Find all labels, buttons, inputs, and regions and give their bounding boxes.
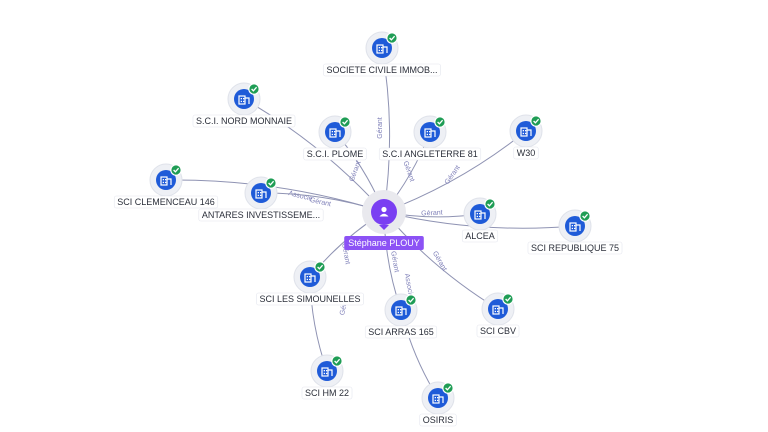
verified-check-icon — [339, 116, 351, 128]
verified-check-icon — [579, 210, 591, 222]
node-label: SCI LES SIMOUNELLES — [259, 294, 360, 304]
node-label: OSIRIS — [423, 415, 454, 425]
building-icon — [569, 222, 581, 232]
building-icon — [424, 128, 436, 138]
verified-check-icon — [434, 116, 446, 128]
company-node-simounelles[interactable]: SCI LES SIMOUNELLES — [256, 260, 364, 306]
verified-check-icon — [502, 293, 514, 305]
company-node-plome[interactable]: S.C.I. PLOME — [303, 115, 367, 161]
verified-check-icon — [248, 83, 260, 95]
node-label-bg — [378, 147, 482, 161]
node-label-bg — [256, 292, 364, 306]
edge-label-societe-civile: Gérant — [377, 117, 384, 138]
person-name-label: Stéphane PLOUY — [348, 238, 420, 248]
verified-check-icon — [405, 294, 417, 306]
verified-check-icon — [331, 355, 343, 367]
company-node-clemenceau[interactable]: SCI CLEMENCEAU 146 — [113, 163, 219, 209]
node-label: W30 — [517, 148, 536, 158]
edge-label-plome: Gérant — [349, 160, 363, 183]
node-label-bg — [301, 386, 353, 400]
verified-check-icon — [170, 164, 182, 176]
building-icon — [395, 306, 407, 316]
node-label: SCI REPUBLIQUE 75 — [531, 243, 619, 253]
building-icon — [520, 127, 532, 137]
edge-label-w30: Gérant — [444, 164, 462, 186]
node-label-bg — [323, 63, 441, 77]
person-icon — [379, 206, 389, 217]
node-label-bg — [192, 114, 296, 128]
node-label: ALCEA — [465, 231, 495, 241]
company-node-republique[interactable]: SCI REPUBLIQUE 75 — [527, 209, 623, 255]
edge-label-simounelles: Gérant — [340, 243, 351, 265]
node-label: S.C.I ANGLETERRE 81 — [382, 149, 478, 159]
verified-check-icon — [442, 382, 454, 394]
nodes-layer: SOCIETE CIVILE IMMOB... S.C.I. NORD MONNA… — [113, 31, 623, 427]
building-icon — [321, 367, 333, 377]
building-icon — [474, 210, 486, 220]
company-node-w30[interactable]: W30 — [509, 114, 543, 160]
company-node-cbv[interactable]: SCI CBV — [476, 292, 520, 338]
company-node-arras[interactable]: SCI ARRAS 165 — [364, 293, 438, 339]
verified-check-icon — [530, 115, 542, 127]
building-icon — [238, 95, 250, 105]
pin-tip — [379, 225, 389, 230]
node-label-bg — [513, 146, 539, 160]
company-node-alcea[interactable]: ALCEA — [461, 197, 499, 243]
node-label: SCI ARRAS 165 — [368, 327, 434, 337]
center-node[interactable]: Stéphane PLOUY — [344, 190, 424, 250]
node-label-bg — [527, 241, 623, 255]
building-icon — [255, 189, 267, 199]
node-label: SCI HM 22 — [305, 388, 349, 398]
verified-check-icon — [314, 261, 326, 273]
edge-label-angleterre: Gérant — [401, 160, 415, 183]
person-label-bg — [344, 236, 424, 250]
company-node-antares[interactable]: ANTARES INVESTISSEME... — [198, 176, 324, 222]
verified-check-icon — [386, 32, 398, 44]
company-node-osiris[interactable]: OSIRIS — [419, 381, 457, 427]
node-label-bg — [419, 413, 457, 427]
node-label: SCI CBV — [480, 326, 516, 336]
node-label-bg — [198, 208, 324, 222]
node-label-bg — [461, 229, 499, 243]
building-icon — [492, 305, 504, 315]
edge-label-osiris: Associé — [403, 273, 414, 298]
node-label: S.C.I. NORD MONNAIE — [196, 116, 292, 126]
building-icon — [304, 273, 316, 283]
verified-check-icon — [265, 177, 277, 189]
node-label: ANTARES INVESTISSEME... — [202, 210, 320, 220]
edge-label-arras: Gérant — [389, 251, 400, 273]
edge-label-alcea: Gérant — [421, 209, 443, 217]
company-node-societe-civile[interactable]: SOCIETE CIVILE IMMOB... — [323, 31, 441, 77]
node-label-bg — [113, 195, 219, 209]
building-icon — [160, 176, 172, 186]
node-label-bg — [364, 325, 438, 339]
company-node-angleterre[interactable]: S.C.I ANGLETERRE 81 — [378, 115, 482, 161]
edge-label-antares: Gérant — [309, 197, 331, 208]
building-icon — [432, 394, 444, 404]
node-label: SOCIETE CIVILE IMMOB... — [326, 65, 437, 75]
building-icon — [329, 128, 341, 138]
node-label: SCI CLEMENCEAU 146 — [117, 197, 215, 207]
node-label-bg — [303, 147, 367, 161]
company-node-hm22[interactable]: SCI HM 22 — [301, 354, 353, 400]
company-node-nord-monnaie[interactable]: S.C.I. NORD MONNAIE — [192, 82, 296, 128]
node-label-bg — [476, 324, 520, 338]
verified-check-icon — [484, 198, 496, 210]
node-label: S.C.I. PLOME — [307, 149, 364, 159]
building-icon — [376, 44, 388, 54]
